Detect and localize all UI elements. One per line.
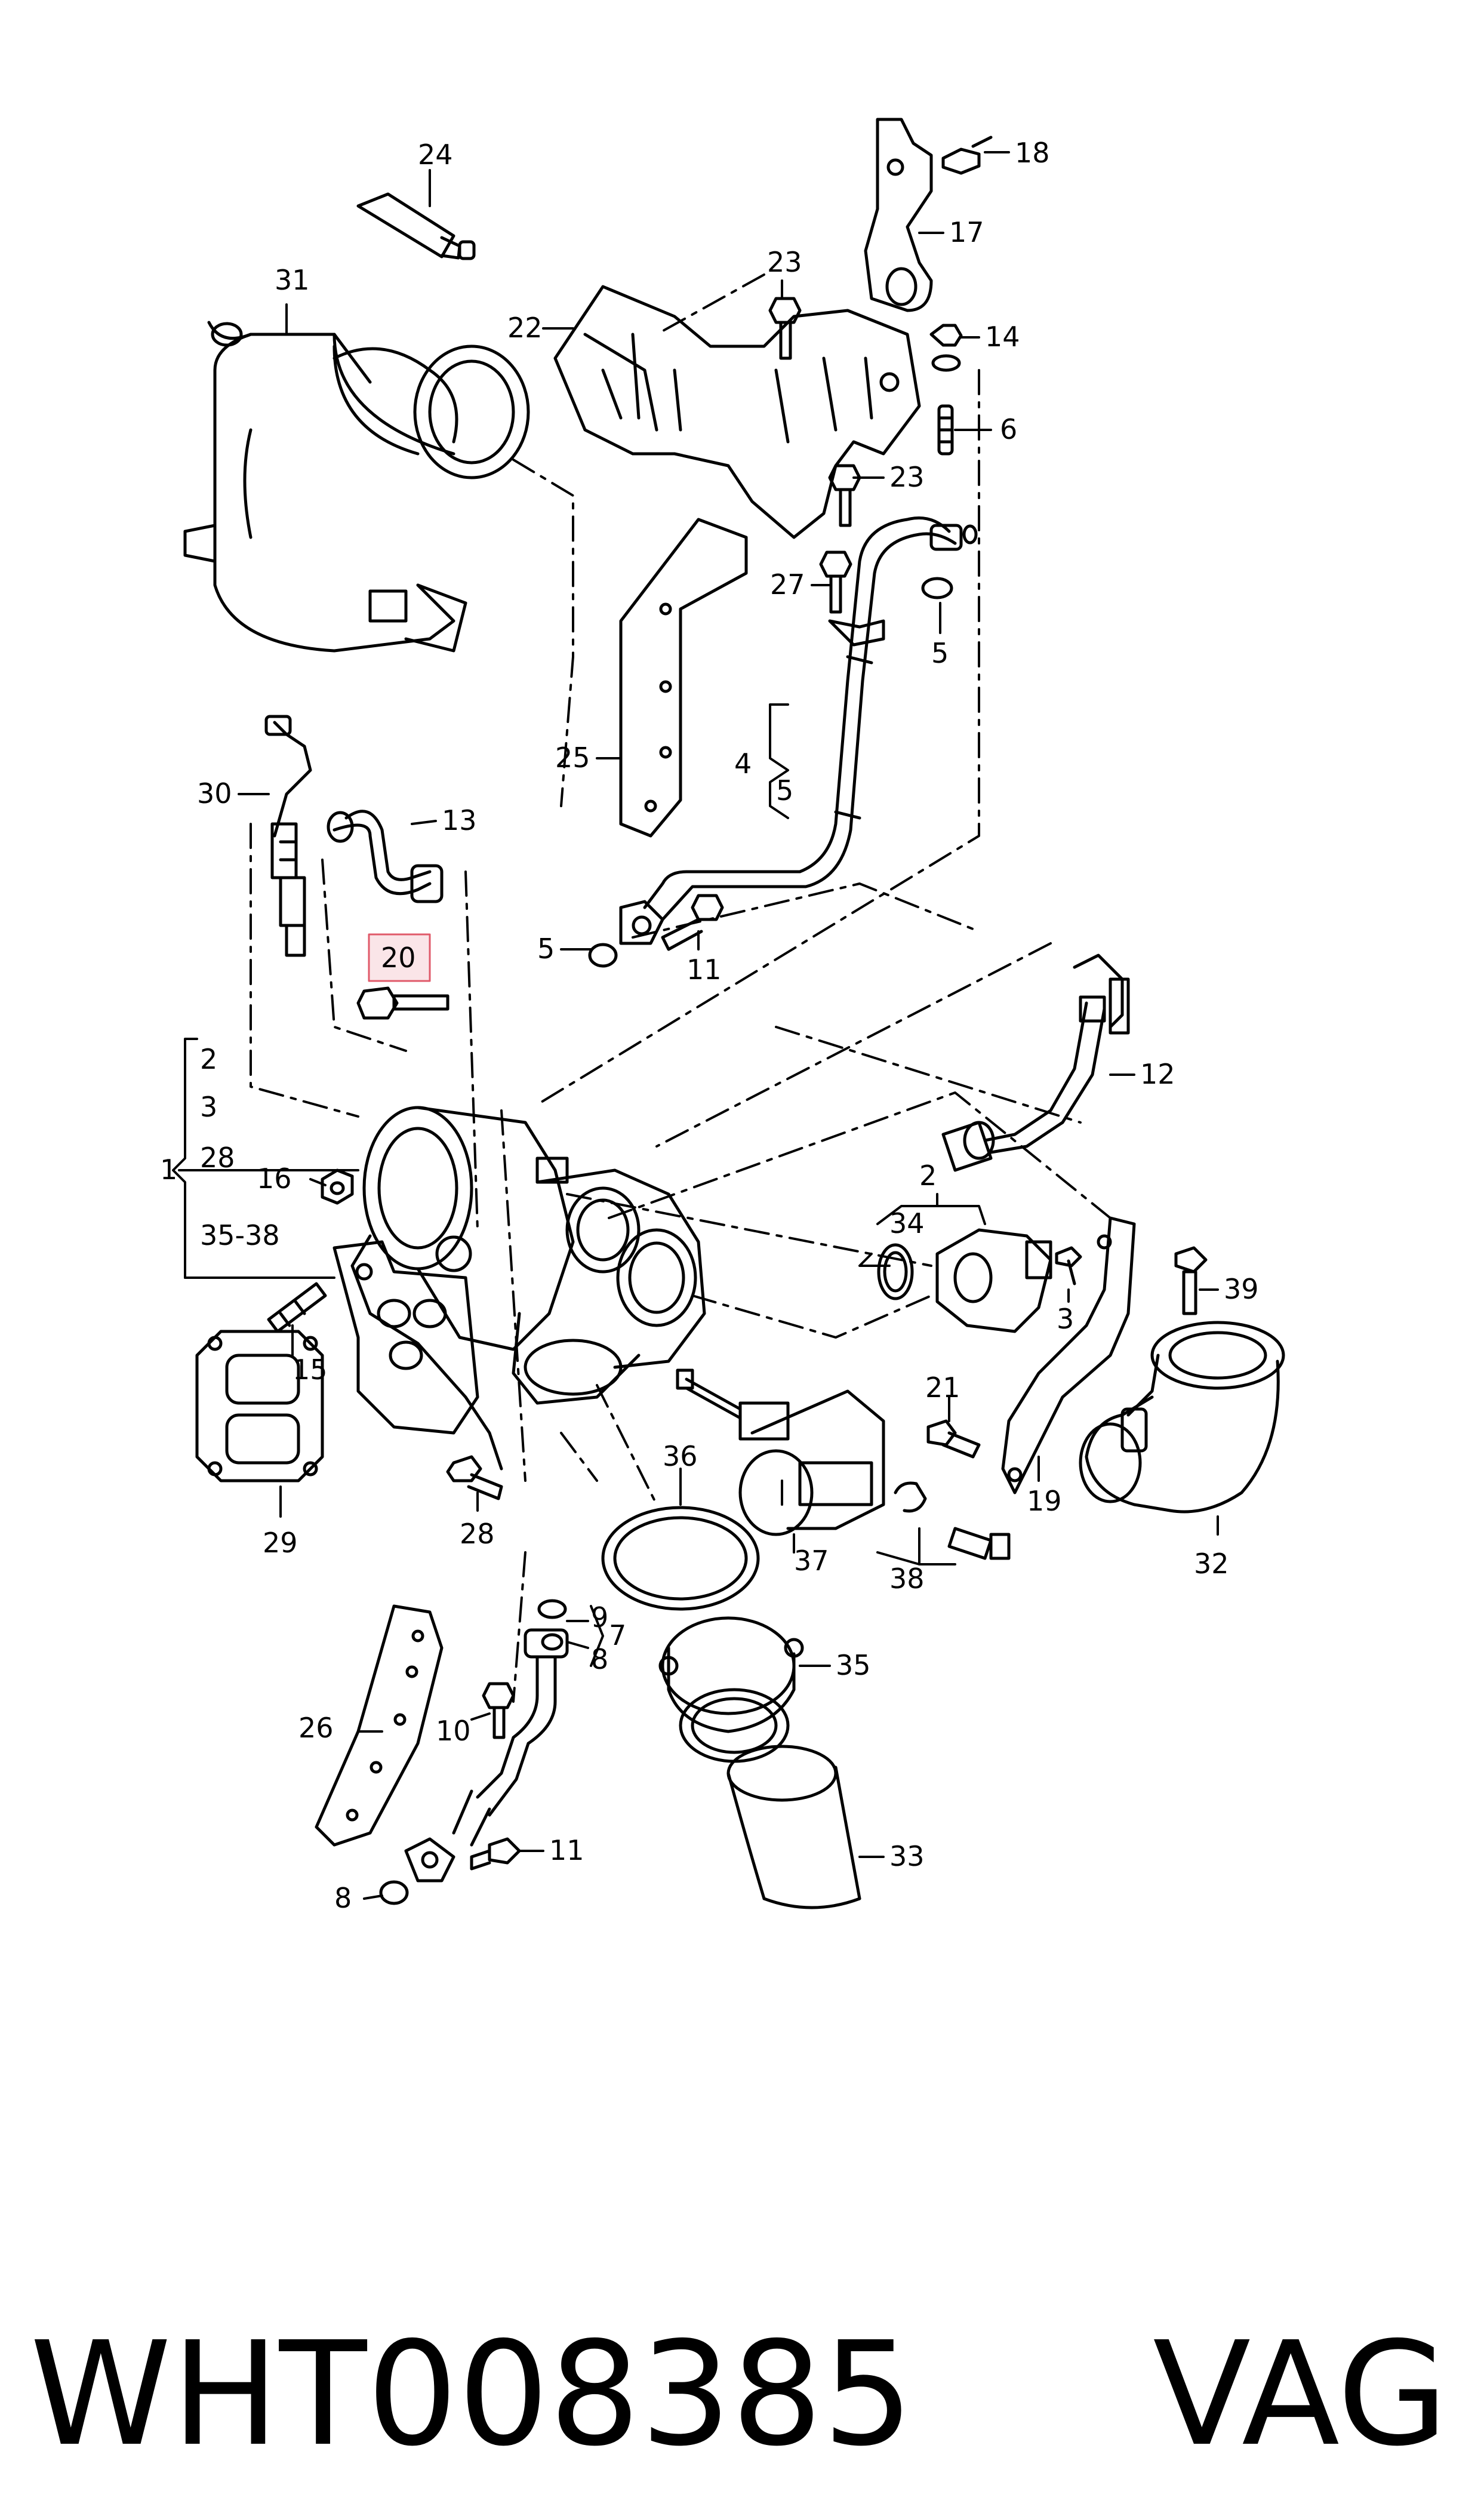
coolant-hose-13 xyxy=(327,810,444,903)
bolt-28 xyxy=(446,1455,503,1500)
o-ring-34 xyxy=(877,1243,914,1300)
callout-10: 10 xyxy=(436,1715,471,1747)
nut-14 xyxy=(929,324,963,372)
callout-24: 24 xyxy=(418,139,453,171)
callout-2-right: 2 xyxy=(919,1159,937,1192)
callout-28-right: 28 xyxy=(460,1518,495,1550)
charge-air-hose-33 xyxy=(726,1745,861,1909)
callout-6: 6 xyxy=(1000,413,1017,445)
part-number: WHT008385 xyxy=(30,2311,914,2478)
brand-name: VAG xyxy=(1153,2311,1448,2478)
callout-8-upper: 8 xyxy=(591,1643,608,1675)
callout-7: 7 xyxy=(609,1619,626,1651)
bracket-26 xyxy=(315,1604,444,1847)
nut-16 xyxy=(321,1168,354,1205)
assembly-dash-lines xyxy=(250,273,1112,1703)
oil-feed-line-4 xyxy=(588,516,978,968)
callout-11-upper: 11 xyxy=(686,954,722,986)
callout-15: 15 xyxy=(293,1354,328,1386)
bolt-3 xyxy=(1055,1246,1082,1285)
callout-5-right: 5 xyxy=(931,637,949,669)
wastegate-actuator-37 xyxy=(676,1368,885,1536)
callout-27: 27 xyxy=(770,568,805,601)
turbo-gasket-29 xyxy=(195,1330,324,1482)
coolant-line-12 xyxy=(941,954,1130,1172)
oil-return-line-7 xyxy=(379,1599,569,1905)
callout-11-lower: 11 xyxy=(549,1834,584,1866)
stud-15 xyxy=(267,1282,327,1333)
bolt-38 xyxy=(947,1527,1011,1560)
callout-17: 17 xyxy=(949,216,984,248)
callout-4: 4 xyxy=(734,748,752,780)
bolt-23-lower xyxy=(828,464,861,527)
callout-20: 20 xyxy=(381,942,416,974)
callout-33: 33 xyxy=(889,1840,925,1872)
callout-1: 1 xyxy=(160,1154,177,1186)
callout-22: 22 xyxy=(507,312,543,344)
bolt-23-upper xyxy=(768,297,802,360)
callout-35-38: 35-38 xyxy=(200,1219,280,1251)
heat-shield xyxy=(553,285,921,539)
highlight-box-20 xyxy=(368,933,431,982)
bracket-17 xyxy=(864,118,933,312)
bolt-10 xyxy=(482,1682,515,1739)
callout-21: 21 xyxy=(925,1371,960,1404)
callout-3-left: 3 xyxy=(200,1091,217,1123)
clip-38 xyxy=(894,1481,927,1513)
callout-labels: 24 31 18 17 23 22 14 6 23 27 5 25 4 5 30… xyxy=(160,137,1259,1914)
callout-30: 30 xyxy=(197,777,232,810)
footer: WHT008385 VAG xyxy=(30,2317,1454,2472)
intake-elbow-32 xyxy=(1079,1321,1285,1514)
callout-13: 13 xyxy=(442,804,477,836)
callout-23-upper: 23 xyxy=(767,246,802,278)
exploded-view-drawing: 24 31 18 17 23 22 14 6 23 27 5 25 4 5 30… xyxy=(160,118,1285,1914)
callout-5-left: 5 xyxy=(537,933,555,965)
callout-9: 9 xyxy=(591,1601,608,1634)
callout-29: 29 xyxy=(263,1527,298,1559)
callout-34: 34 xyxy=(889,1207,925,1239)
heat-shield-plate-25 xyxy=(619,518,748,838)
bracket-19 xyxy=(1001,1216,1136,1494)
callout-16: 16 xyxy=(257,1162,292,1195)
bolt-27 xyxy=(819,550,852,614)
charge-air-flange-35 xyxy=(658,1616,804,1763)
bolt-21 xyxy=(926,1419,981,1459)
callout-3-right: 3 xyxy=(1057,1303,1074,1335)
catalytic-converter xyxy=(183,321,530,653)
callout-35: 35 xyxy=(836,1649,871,1681)
callout-39: 39 xyxy=(1224,1273,1259,1305)
callout-25: 25 xyxy=(555,742,590,774)
bolt-11-upper xyxy=(661,894,724,951)
callout-32: 32 xyxy=(1194,1548,1229,1580)
bolt-11-lower xyxy=(470,1837,521,1871)
callout-19: 19 xyxy=(1027,1485,1062,1517)
callout-12: 12 xyxy=(1140,1058,1175,1090)
callout-14: 14 xyxy=(985,321,1020,353)
callout-28-left: 28 xyxy=(200,1142,235,1174)
callout-18: 18 xyxy=(1015,137,1050,169)
callout-8-lower: 8 xyxy=(334,1882,352,1914)
stud-6 xyxy=(937,404,954,456)
callout-31: 31 xyxy=(275,264,310,296)
callout-37: 37 xyxy=(794,1545,829,1577)
bolt-20 xyxy=(356,986,449,1020)
sealant-tube xyxy=(356,192,476,260)
callout-5-mid: 5 xyxy=(776,774,793,807)
callout-23-lower: 23 xyxy=(889,461,925,493)
pressure-sensor-2 xyxy=(935,1228,1052,1333)
callout-2-left: 2 xyxy=(200,1043,217,1075)
leader-lines xyxy=(172,151,1219,1900)
bolt-18 xyxy=(941,136,993,175)
bolt-39 xyxy=(1174,1246,1208,1315)
callout-26: 26 xyxy=(298,1712,334,1744)
turbocharger-1 xyxy=(332,1106,706,1471)
callout-38: 38 xyxy=(889,1562,925,1595)
callout-36: 36 xyxy=(663,1440,698,1472)
oxygen-sensor-30 xyxy=(264,715,312,957)
seal-ring-36 xyxy=(601,1506,760,1611)
